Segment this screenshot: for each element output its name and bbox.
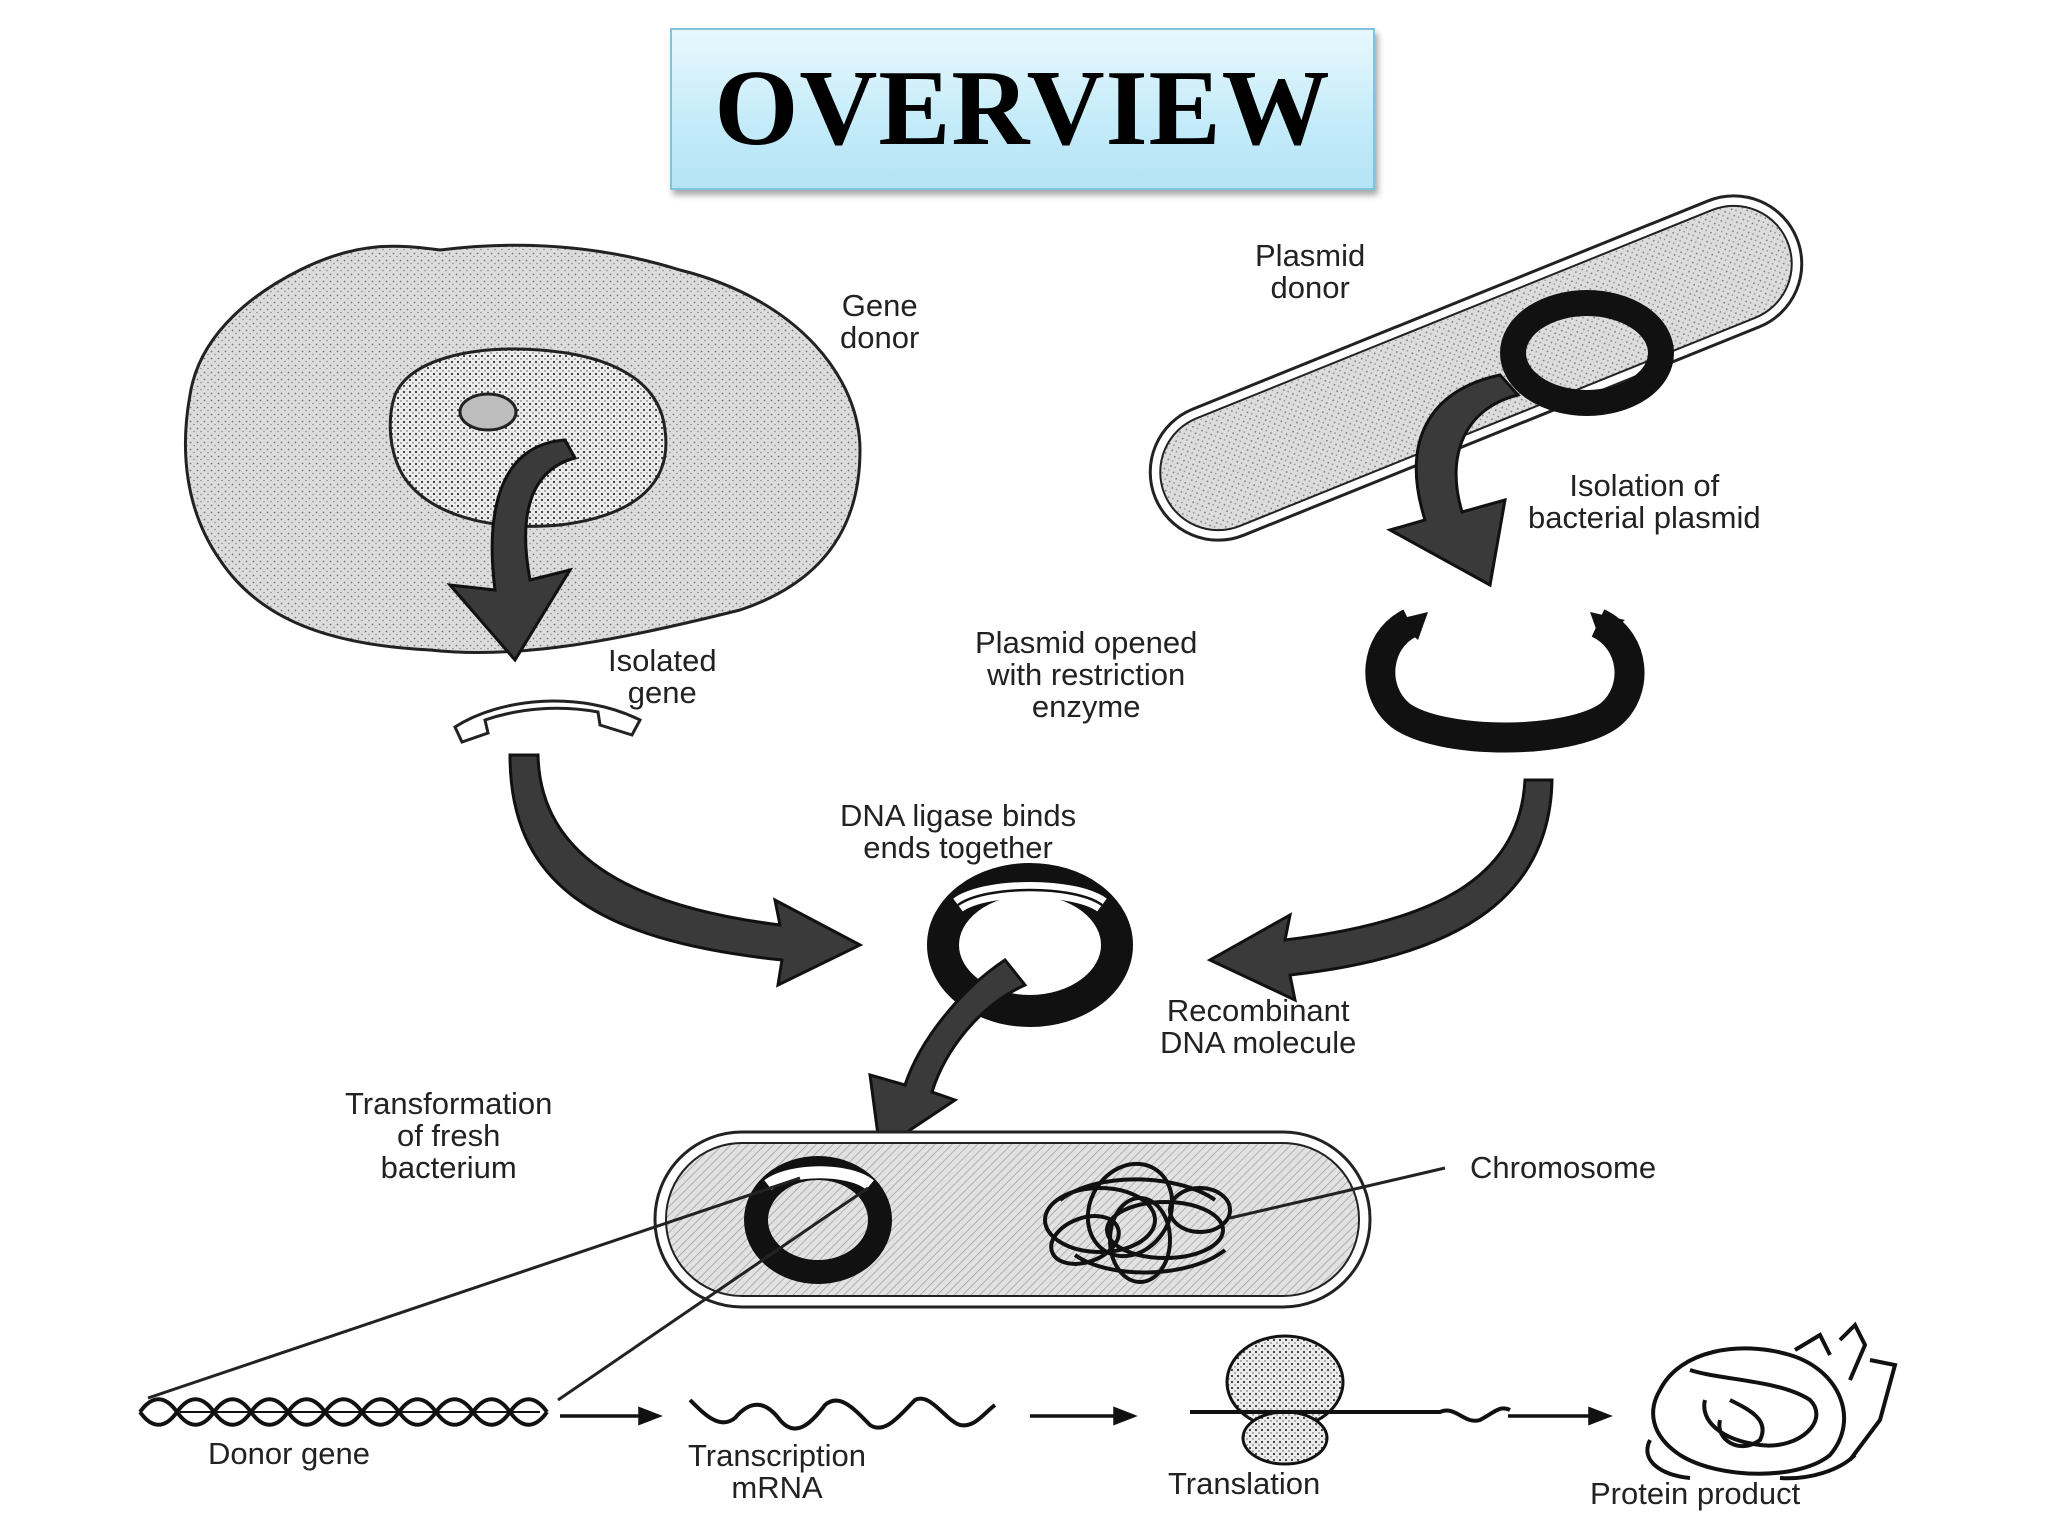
label-plasmid-opened: Plasmid opened with restriction enzyme bbox=[975, 627, 1197, 723]
label-gene-donor: Gene donor bbox=[840, 290, 919, 354]
arrow-transformation bbox=[868, 957, 1028, 1153]
arrow-plasmid-isolation bbox=[1386, 373, 1521, 588]
label-line: ends together bbox=[863, 830, 1053, 865]
transformed-bacterium bbox=[653, 1130, 1372, 1309]
isolated-gene-fragment bbox=[453, 699, 643, 744]
label-line: Plasmid bbox=[1255, 238, 1366, 273]
label-isolation-plasmid: Isolation of bacterial plasmid bbox=[1528, 470, 1761, 534]
label-protein-product: Protein product bbox=[1590, 1476, 1801, 1511]
label-recombinant: Recombinant DNA molecule bbox=[1160, 995, 1356, 1059]
label-dna-ligase: DNA ligase binds ends together bbox=[840, 800, 1076, 864]
label-line: Isolated bbox=[608, 643, 717, 678]
label-chromosome: Chromosome bbox=[1470, 1150, 1657, 1185]
label-line: bacterium bbox=[380, 1150, 517, 1185]
label-line: Plasmid opened bbox=[975, 625, 1198, 660]
recombinant-dna-ring bbox=[927, 863, 1133, 1027]
label-line: DNA ligase binds bbox=[840, 798, 1077, 833]
pathway-arrows bbox=[560, 1406, 1613, 1426]
donor-gene-helix bbox=[138, 1397, 549, 1427]
arrow-gene-to-ligation bbox=[508, 753, 864, 988]
label-line: Transcription bbox=[688, 1438, 867, 1473]
label-line: Gene bbox=[841, 288, 918, 323]
ribosome bbox=[1190, 1334, 1511, 1466]
nucleolus bbox=[458, 392, 518, 432]
label-donor-gene: Donor gene bbox=[208, 1436, 371, 1471]
label-line: bacterial plasmid bbox=[1528, 500, 1761, 535]
label-line: donor bbox=[1270, 270, 1350, 305]
label-line: with restriction bbox=[987, 657, 1186, 692]
label-line: DNA molecule bbox=[1160, 1025, 1357, 1060]
label-line: mRNA bbox=[731, 1470, 823, 1505]
arrow-plasmid-to-ligation bbox=[1206, 778, 1554, 1003]
label-line: Isolation of bbox=[1569, 468, 1720, 503]
gene-donor-cell bbox=[183, 243, 862, 655]
title-box: OVERVIEW bbox=[670, 28, 1375, 190]
leader-lines bbox=[147, 1166, 1446, 1402]
label-line: of fresh bbox=[396, 1118, 501, 1153]
plasmid-ring bbox=[1500, 290, 1674, 416]
label-line: Transformation bbox=[345, 1086, 553, 1121]
label-transcription: Transcription mRNA bbox=[688, 1440, 866, 1504]
plasmid-donor-bacterium bbox=[1148, 194, 1804, 542]
label-line: donor bbox=[840, 320, 920, 355]
chromosome-tangle bbox=[1043, 1161, 1232, 1284]
arrow-gene-isolation bbox=[446, 438, 578, 663]
label-line: enzyme bbox=[1031, 689, 1141, 724]
protein-product bbox=[1645, 1321, 1898, 1481]
label-translation: Translation bbox=[1168, 1466, 1321, 1501]
label-plasmid-donor: Plasmid donor bbox=[1255, 240, 1365, 304]
label-transformation: Transformation of fresh bacterium bbox=[345, 1088, 552, 1184]
label-isolated-gene: Isolated gene bbox=[608, 645, 717, 709]
label-line: Recombinant bbox=[1166, 993, 1350, 1028]
page-title: OVERVIEW bbox=[714, 49, 1331, 168]
opened-plasmid bbox=[1365, 609, 1645, 753]
mrna-strand bbox=[688, 1396, 997, 1431]
label-line: gene bbox=[627, 675, 697, 710]
